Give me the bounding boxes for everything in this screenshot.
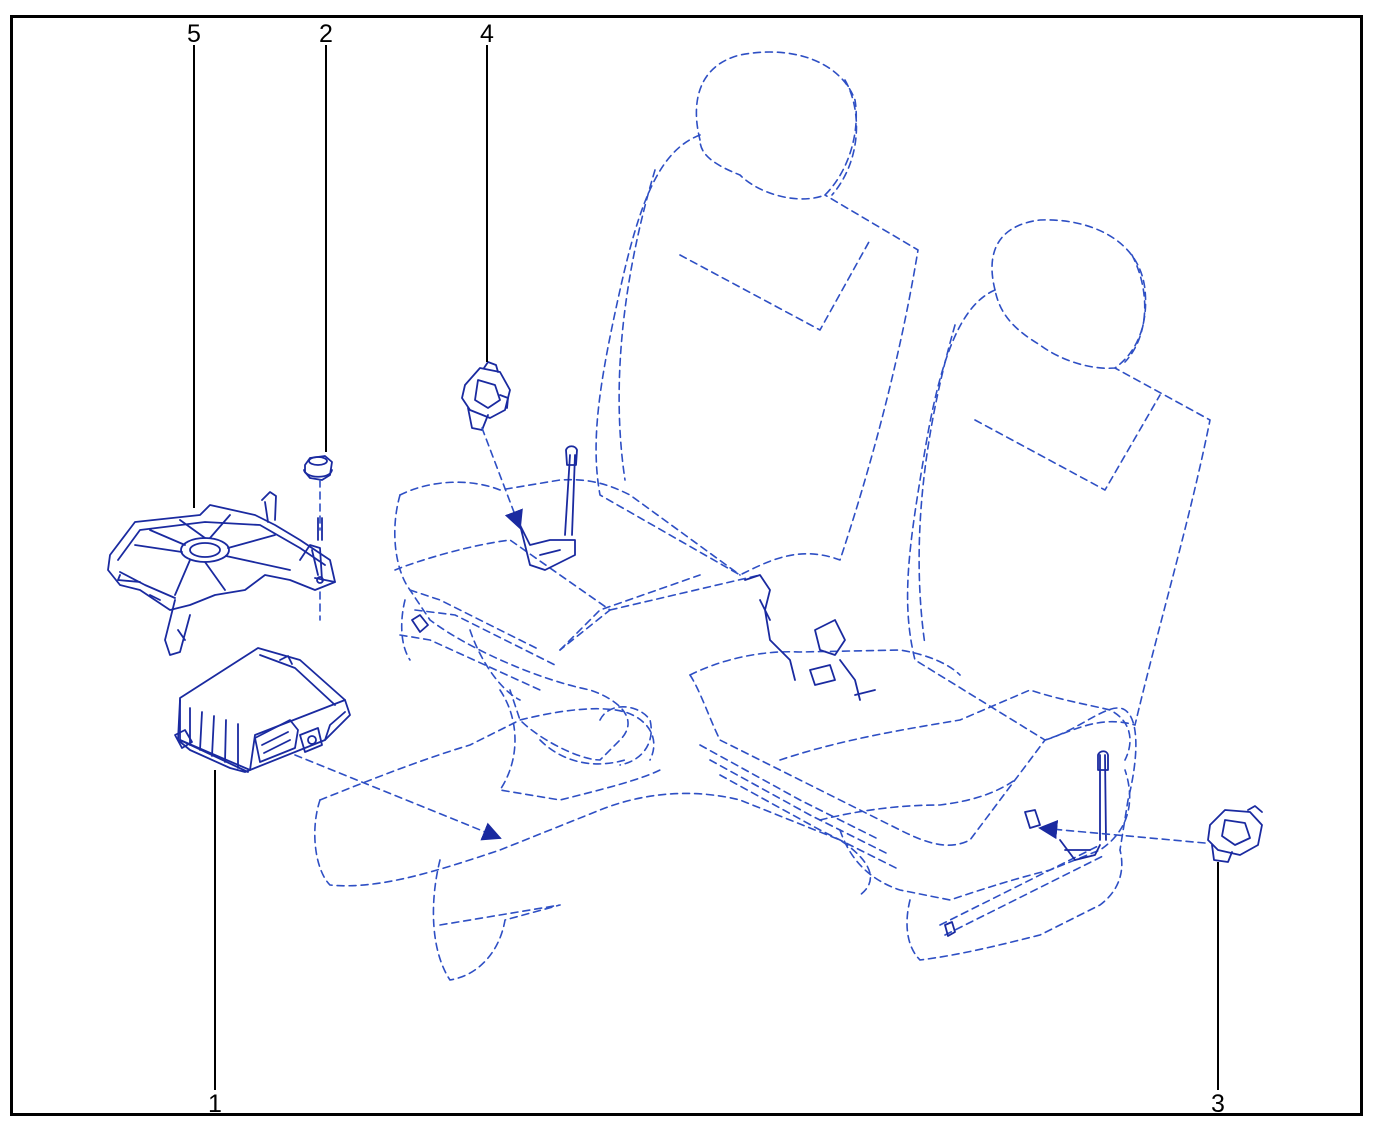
center-console-body [432,859,561,981]
bracket-outline [107,504,336,611]
right-seat-backrest-seam [974,394,1161,491]
left-sensor-body [461,367,511,419]
left-buckle-stalk [564,445,578,536]
module-mount-ear-left [174,729,193,749]
callout-label-4: 4 [480,20,494,48]
left-seat-headrest-side [831,79,858,196]
callout-label-2: 2 [319,20,333,48]
bracket-leg [164,599,191,656]
right-sensor-face [1221,805,1263,846]
left-seat-headrest [695,51,858,200]
left-sensor-tab [499,394,509,409]
right-buckle-bracket [1059,839,1101,861]
bracket-side-tab [117,574,161,601]
center-console-top [319,707,655,801]
right-seat-cushion [689,674,1046,846]
left-sensor-face [474,361,501,409]
right-sensor-mount-clip [1024,809,1041,829]
bracket-bolt-hole [316,576,324,584]
bracket-tab-top [261,491,277,523]
callout-label-1: 1 [208,1090,222,1118]
leader-lines [193,45,1219,1090]
left-seat-skirt [400,599,521,701]
module-top-detail [259,654,336,706]
right-seat-skirt [906,849,1123,961]
right-seat-sensor-part [1207,805,1263,863]
center-console-shifter [599,706,652,766]
callout-label-3: 3 [1211,1090,1225,1118]
right-sensor-plug [1211,844,1233,863]
center-console-tunnel [499,689,661,801]
bracket-mount-tab [299,544,336,583]
right-track-clip [944,921,956,937]
left-buckle-bracket [519,524,576,571]
center-buckle-tail [839,659,876,701]
left-seat-cushion-front [394,539,611,651]
right-seat-cushion-edge [819,779,1016,821]
right-seat-headrest-side [1124,254,1146,363]
left-seat-backrest-seam [679,239,871,331]
bracket-center-hole [180,537,230,563]
module-housing-side [249,699,346,771]
left-rail-clip [411,614,429,633]
airbag-control-module-part [174,647,351,773]
left-seat-rail [399,589,556,691]
center-buckle-bracket [744,574,796,681]
module-mount-ear-right [299,727,323,753]
bracket-center-hole-inner [189,542,221,558]
center-console [314,792,872,896]
bracket-ribs [134,514,291,596]
bracket-stud [317,517,323,541]
seat-center-rail-link [559,574,761,651]
left-seat-cushion-top [399,478,741,576]
left-seat-sensor-part [461,361,511,431]
left-sensor-install-arrow [481,427,523,530]
bracket-inner-edge [117,521,326,599]
right-seat-rails [699,744,901,871]
right-seat-base [839,769,1131,901]
nut-washer [303,469,333,478]
diagram-frame [10,15,1363,1116]
seat-buckle-hardware [411,445,1109,937]
center-buckle-latch [809,619,846,686]
right-seat-cushion-front [779,689,1131,761]
right-buckle-stalk [1097,750,1109,841]
left-seat-backrest-inner [618,169,656,481]
right-seat-headrest [991,219,1147,370]
right-seat-backrest-inner [918,324,956,646]
installation-arrows [294,427,1206,844]
callout-label-5: 5 [187,20,201,48]
module-bracket-part [107,491,336,656]
module-mount-hole-right [307,735,317,745]
left-seat-backrest [595,134,919,576]
mounting-nut-part [303,455,333,621]
module-ribs [189,707,239,769]
nut-top [308,456,328,466]
left-seat-cushion [394,494,629,761]
phantom-seats [314,51,1211,981]
right-seat-side-panel [1044,707,1137,851]
right-sensor-body [1207,809,1263,856]
module-install-arrow [294,754,502,841]
module-connector [254,719,299,763]
right-seat-cushion-top [689,649,961,676]
right-seat-backrest [906,289,1211,741]
right-sensor-install-arrow [1038,820,1206,844]
left-sensor-plug [467,407,489,431]
